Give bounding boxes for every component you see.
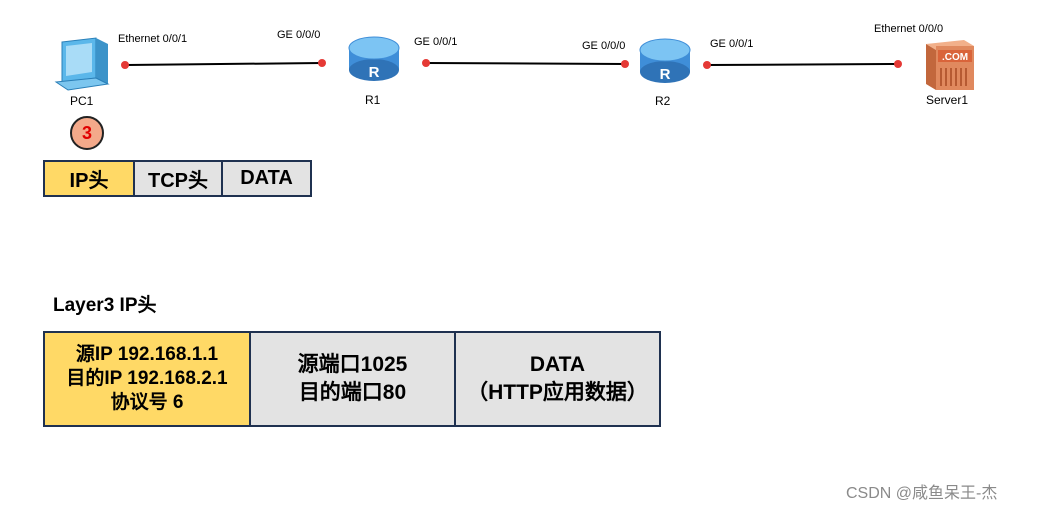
ip-src-text: 源IP 192.168.1.1 xyxy=(75,344,219,365)
port-dot-r2-ge000 xyxy=(621,60,629,68)
ip-proto-text: 协议号 6 xyxy=(110,392,184,413)
port-label-r1-ge001: GE 0/0/1 xyxy=(414,36,458,48)
layer-title: Layer3 IP头 xyxy=(53,295,157,316)
router-icon-r1: R xyxy=(348,36,400,81)
step-badge: 3 xyxy=(70,116,104,150)
svg-text:.COM: .COM xyxy=(942,52,968,63)
tcp-dst-port-text: 目的端口80 xyxy=(298,381,407,404)
link-r2-server xyxy=(706,63,899,66)
device-label-r2: R2 xyxy=(655,94,671,108)
data-title-text: DATA xyxy=(529,353,586,376)
detail-tcp-header: 源端口1025 目的端口80 xyxy=(249,331,456,427)
port-label-server-eth: Ethernet 0/0/0 xyxy=(874,23,944,35)
device-label-server1: Server1 xyxy=(926,93,969,107)
packet-tcp-header: TCP头 xyxy=(133,160,223,197)
port-label-r2-ge001: GE 0/0/1 xyxy=(710,38,754,50)
device-label-pc1: PC1 xyxy=(70,94,94,108)
port-dot-pc1 xyxy=(121,61,129,69)
data-desc-text: （HTTP应用数据） xyxy=(467,381,648,404)
topology-diagram: R R .COM xyxy=(54,36,974,91)
packet-ip-header: IP头 xyxy=(43,160,135,197)
port-dot-r1-ge000 xyxy=(318,59,326,67)
device-label-r1: R1 xyxy=(365,93,381,107)
link-r1-r2 xyxy=(425,62,626,65)
packet-data: DATA xyxy=(221,160,312,197)
ip-dst-text: 目的IP 192.168.2.1 xyxy=(66,368,228,389)
watermark: CSDN @咸鱼呆王-杰 xyxy=(846,485,998,502)
port-dot-server xyxy=(894,60,902,68)
server-icon: .COM xyxy=(926,40,974,90)
router-icon-r2: R xyxy=(639,38,691,83)
detail-data: DATA （HTTP应用数据） xyxy=(454,331,661,427)
port-dot-r2-ge001 xyxy=(703,61,711,69)
port-dot-r1-ge001 xyxy=(422,59,430,67)
svg-text:R: R xyxy=(369,64,380,81)
port-label-pc1-eth: Ethernet 0/0/1 xyxy=(118,33,188,45)
link-pc1-r1 xyxy=(124,62,323,66)
pc-icon xyxy=(54,37,110,91)
detail-ip-header: 源IP 192.168.1.1 目的IP 192.168.2.1 协议号 6 xyxy=(43,331,251,427)
svg-text:R: R xyxy=(660,66,671,83)
tcp-src-port-text: 源端口1025 xyxy=(297,353,408,376)
port-label-r2-ge000: GE 0/0/0 xyxy=(582,40,626,52)
port-label-r1-ge000: GE 0/0/0 xyxy=(277,29,321,41)
